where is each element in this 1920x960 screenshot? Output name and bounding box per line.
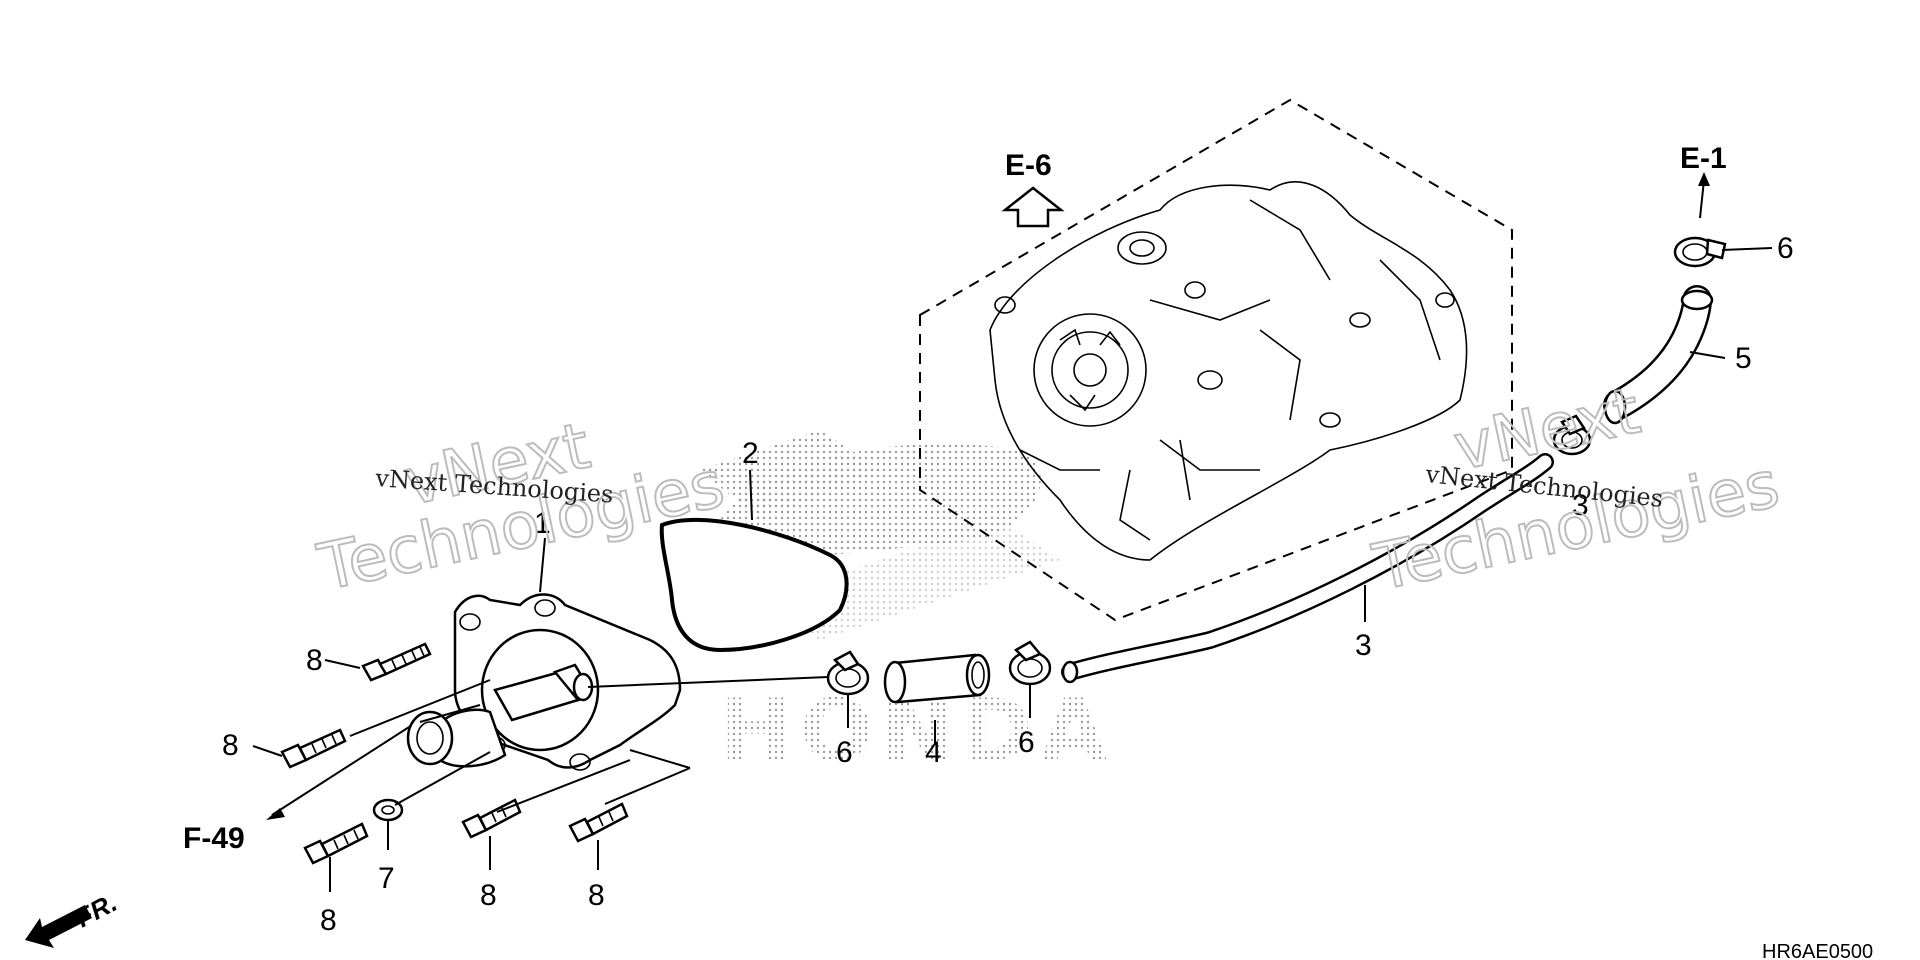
callout-5: 5 <box>1735 342 1752 375</box>
callout-2: 2 <box>742 437 759 470</box>
callout-8-e: 8 <box>588 879 605 912</box>
up-arrow-icon <box>1001 186 1065 228</box>
reference-e6: E-6 <box>1001 149 1065 228</box>
front-arrow-icon <box>25 905 92 948</box>
reference-e1: E-1 <box>1680 142 1727 219</box>
callout-1: 1 <box>534 507 551 540</box>
callout-3-b: 3 <box>1572 489 1589 522</box>
diagram-code: HR6AE0500 <box>1762 941 1873 960</box>
callout-8-c: 8 <box>320 904 337 937</box>
crankcase-body <box>989 181 1468 561</box>
reference-e1-label: E-1 <box>1680 142 1727 175</box>
callouts: 1 2 3 3 4 5 6 6 6 7 8 8 8 8 8 <box>222 232 1794 937</box>
callout-6-a: 6 <box>836 736 853 769</box>
hose-clamp-6-c <box>1673 236 1727 268</box>
leader-lines <box>252 247 1773 892</box>
watermark-right: vNext Technologies vNext Technologies <box>1366 373 1787 606</box>
dashed-boundary <box>919 98 1513 622</box>
arrowhead-icon <box>266 808 285 820</box>
callout-6-c: 6 <box>1777 232 1794 265</box>
water-pipe-3 <box>1061 453 1554 684</box>
callout-8-a: 8 <box>306 644 323 677</box>
water-pump-cover <box>406 593 682 771</box>
bolt-8-a <box>361 642 432 682</box>
short-hose-4 <box>883 653 991 704</box>
hose-clamp-6-b <box>1008 640 1052 686</box>
callout-8-b: 8 <box>222 729 239 762</box>
callout-7: 7 <box>378 862 395 895</box>
elbow-hose-5 <box>1603 285 1714 425</box>
reference-f49: F-49 <box>183 719 421 855</box>
reference-f49-label: F-49 <box>183 822 245 855</box>
bolt-8-c <box>303 822 369 865</box>
bolt-8-e <box>568 802 629 843</box>
engine-crankcase-area <box>919 98 1513 622</box>
callout-3: 3 <box>1355 629 1372 662</box>
callout-4: 4 <box>925 736 942 769</box>
hose-clamp-6-d <box>1552 414 1592 456</box>
front-direction-marker: FR. <box>25 887 122 948</box>
front-marker-label: FR. <box>71 887 122 933</box>
gasket <box>659 517 849 653</box>
reference-e6-label: E-6 <box>1005 149 1052 182</box>
bolt-8-b <box>280 728 347 769</box>
hose-clamp-6-a <box>826 650 870 696</box>
callout-8-d: 8 <box>480 879 497 912</box>
arrowhead-icon <box>1698 172 1710 186</box>
honda-logo-watermark: HONDA <box>700 430 1107 781</box>
callout-6-b: 6 <box>1018 726 1035 759</box>
